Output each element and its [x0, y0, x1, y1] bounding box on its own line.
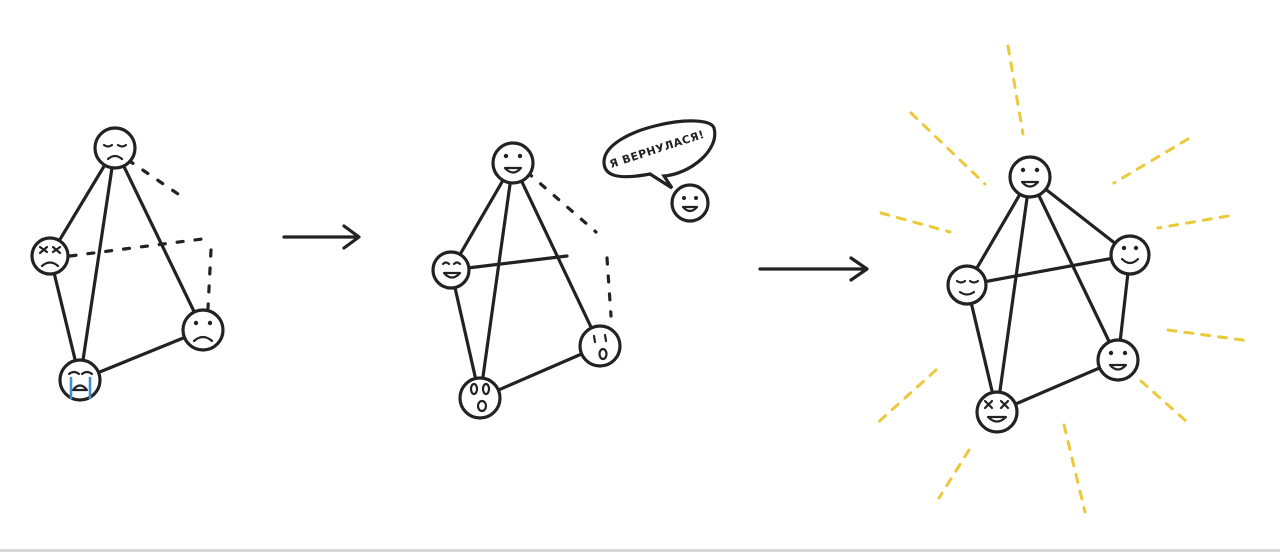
panel-sad-network — [30, 126, 225, 402]
panel-recovering-network: Я ВЕРНУЛАСЯ! — [431, 119, 717, 420]
face-grin-top — [1008, 155, 1052, 199]
panel-happy-network — [872, 44, 1252, 514]
face-starstruck — [975, 390, 1019, 434]
face-grin — [431, 250, 471, 290]
face-crying — [58, 358, 102, 402]
bottom-divider — [0, 549, 1280, 552]
transition-arrow — [282, 224, 361, 250]
face-angry — [30, 236, 70, 276]
face-returning — [670, 183, 710, 223]
face-frown — [181, 308, 225, 352]
face-content — [946, 264, 988, 306]
face-smile — [491, 141, 535, 185]
face-grin-lower-right — [1096, 338, 1140, 382]
face-smile-right — [1109, 234, 1151, 276]
speech-bubble: Я ВЕРНУЛАСЯ! — [602, 119, 717, 190]
transition-arrow — [758, 256, 869, 282]
face-shocked — [458, 376, 502, 420]
face-sleepy-sad — [93, 126, 137, 170]
glow-rays — [872, 44, 1252, 514]
panel-sad-edges — [48, 146, 213, 382]
face-surprised — [578, 324, 622, 368]
